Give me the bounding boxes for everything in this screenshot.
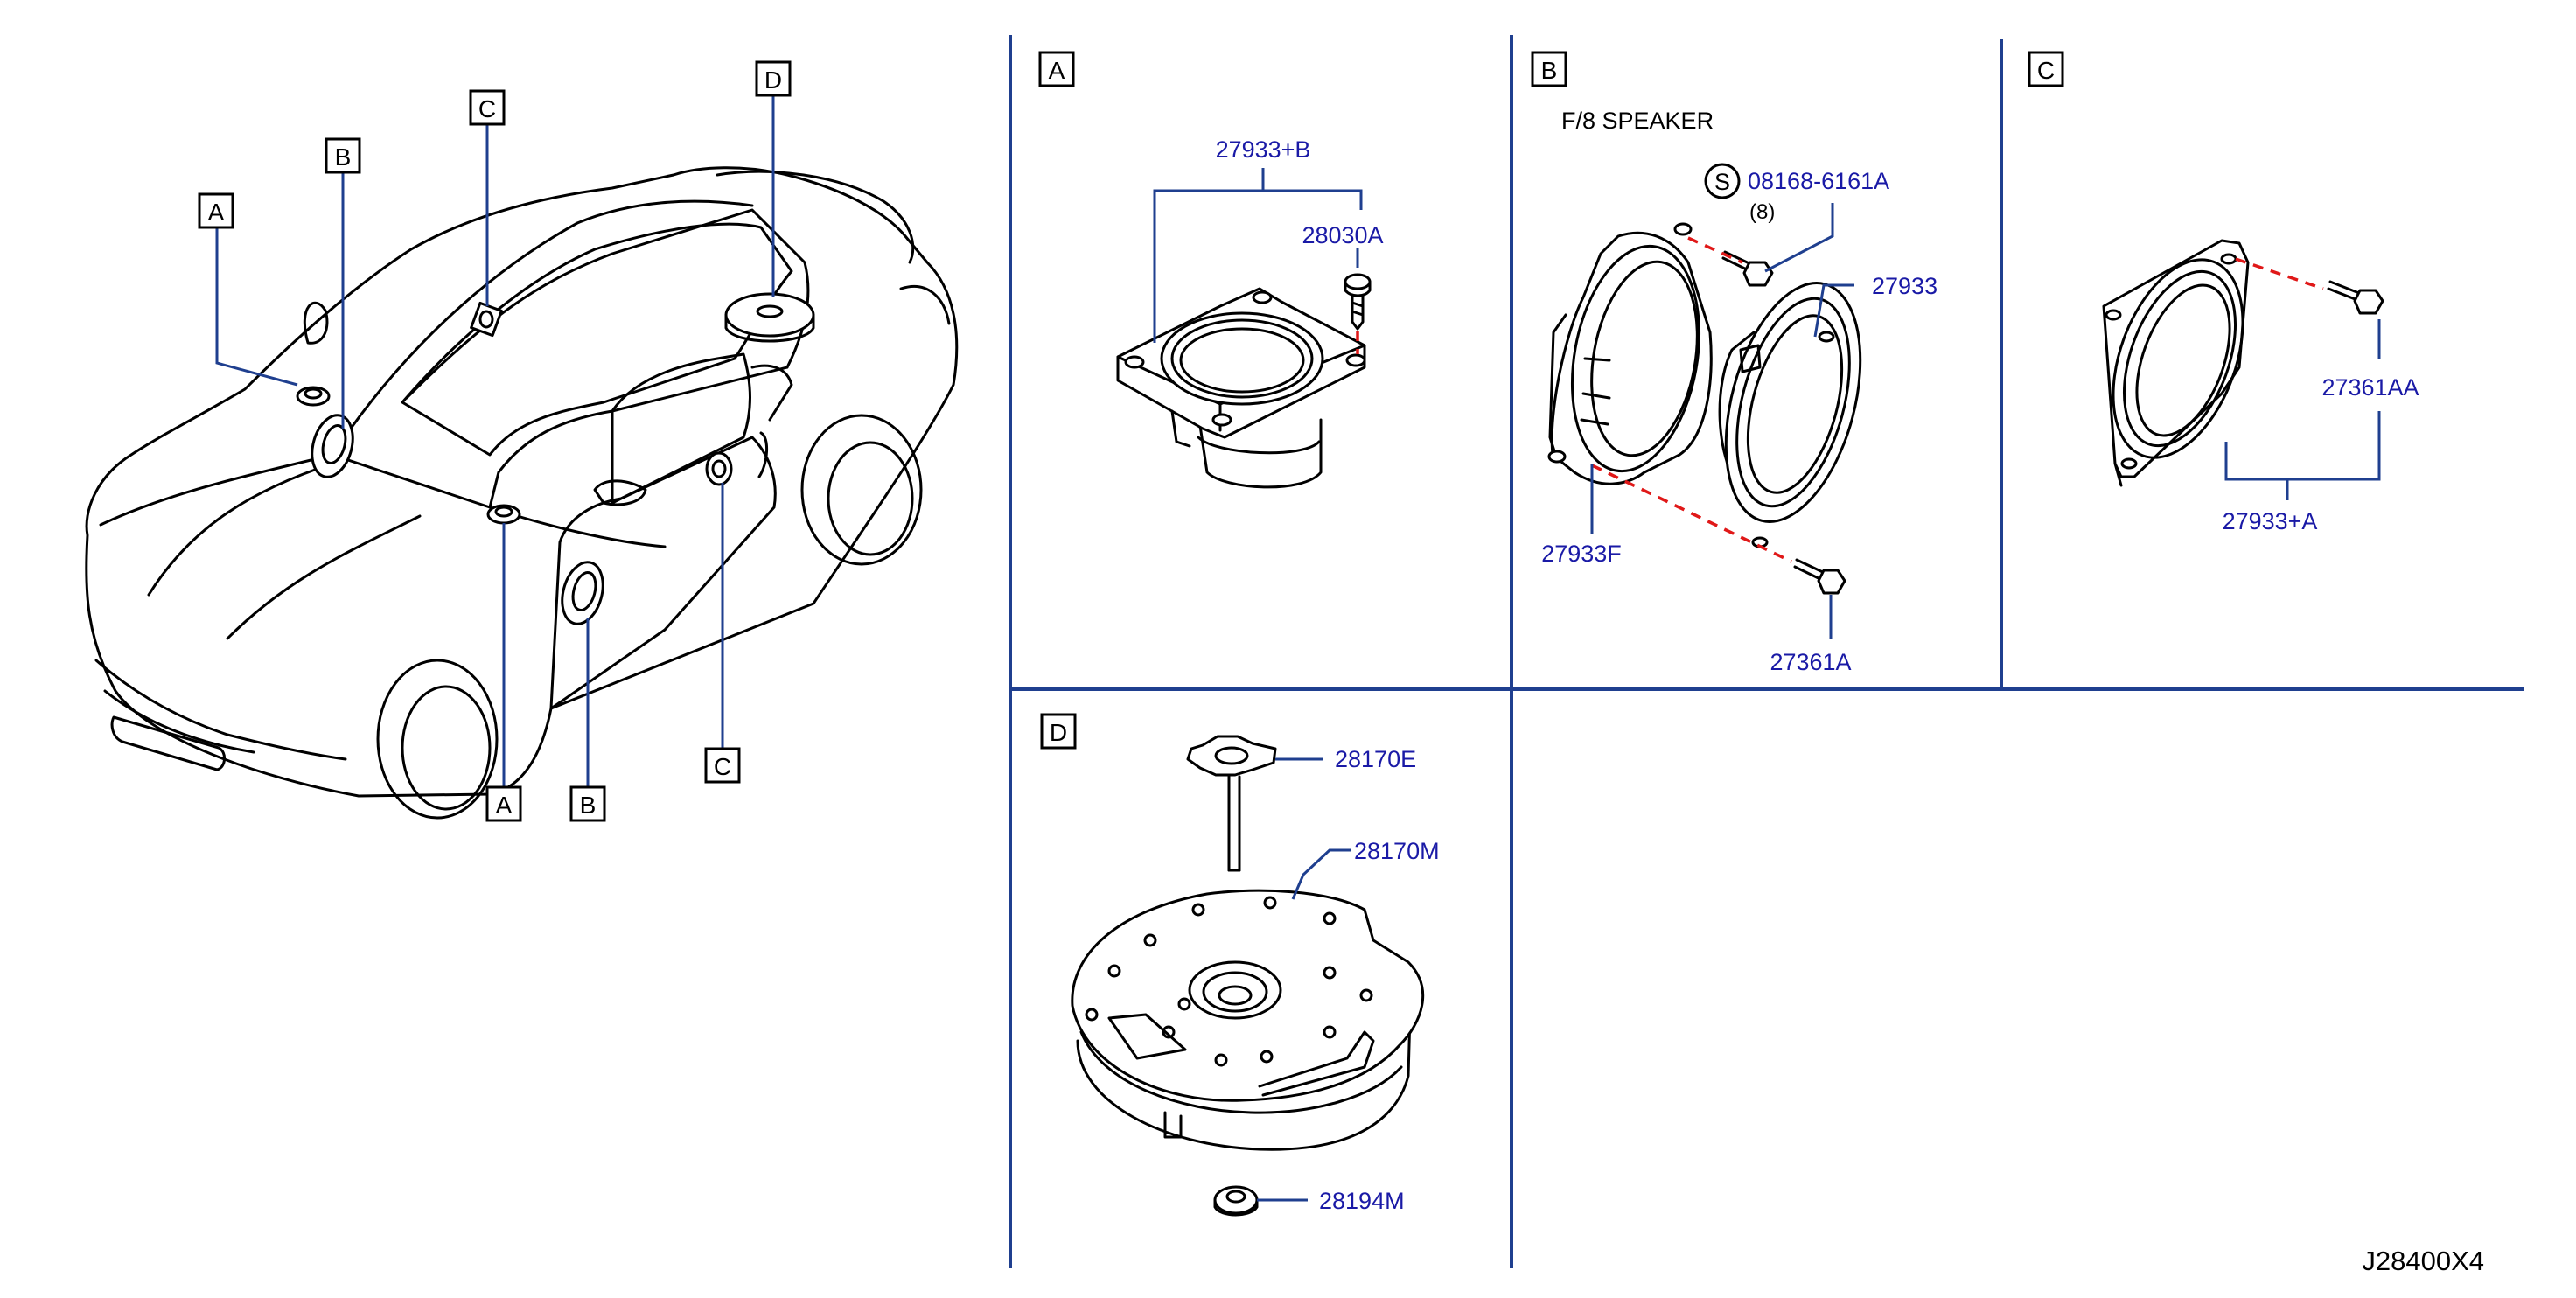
svg-text:B: B bbox=[1541, 57, 1558, 84]
svg-text:A: A bbox=[496, 792, 513, 819]
svg-text:A: A bbox=[1049, 57, 1065, 84]
panel-b-speaker-drawing bbox=[1718, 282, 1862, 548]
label-27361aa: 27361AA bbox=[2321, 374, 2419, 401]
panel-b-bolt-upper bbox=[1721, 250, 1774, 287]
panel-b-heading: F/8 SPEAKER bbox=[1561, 108, 1714, 134]
svg-text:A: A bbox=[208, 199, 225, 226]
svg-text:D: D bbox=[764, 66, 782, 94]
car-overview-drawing bbox=[85, 166, 959, 820]
car-speaker-rear-side-c bbox=[705, 451, 733, 486]
svg-text:S: S bbox=[1714, 169, 1730, 195]
car-speaker-dash-front bbox=[311, 414, 354, 478]
overview-callouts: A B C D A B C bbox=[198, 60, 792, 822]
panel-d-knob-drawing bbox=[1186, 735, 1277, 872]
car-speaker-roof bbox=[470, 301, 503, 338]
label-27933-a: 27933+A bbox=[2223, 508, 2318, 534]
panel-c-screw-drawing bbox=[2327, 280, 2384, 315]
car-speaker-door-b bbox=[561, 561, 604, 625]
standard-part-symbol: S bbox=[1704, 163, 1741, 199]
panel-d-spacer-drawing bbox=[1213, 1185, 1259, 1217]
panel-b-bracket-drawing bbox=[1547, 222, 1713, 485]
overview-leader-lines bbox=[215, 96, 775, 787]
panel-a: A 27933+B bbox=[1038, 51, 1384, 489]
callout-b-low: B bbox=[569, 785, 606, 822]
callout-c-roof: C bbox=[469, 89, 506, 126]
svg-text:C: C bbox=[714, 753, 731, 780]
label-27933: 27933 bbox=[1872, 273, 1937, 299]
svg-text:C: C bbox=[478, 95, 496, 122]
svg-text:B: B bbox=[580, 792, 597, 819]
panel-c: C 27361AA 27933+A bbox=[2028, 51, 2419, 534]
car-speaker-door-a bbox=[486, 504, 521, 525]
svg-text:C: C bbox=[2037, 57, 2055, 84]
car-speaker-rear-sub bbox=[724, 292, 815, 343]
panel-d: D bbox=[1040, 713, 1440, 1217]
panel-d-label-box: D bbox=[1040, 713, 1077, 750]
callout-a-hood: A bbox=[198, 192, 234, 229]
panel-a-screw-drawing bbox=[1344, 273, 1372, 331]
label-27361a: 27361A bbox=[1770, 649, 1851, 675]
panel-b-label-box: B bbox=[1531, 51, 1567, 87]
panel-b-screw-lower bbox=[1793, 558, 1846, 595]
label-bolt-qty: (8) bbox=[1749, 200, 1775, 224]
label-28170m: 28170M bbox=[1354, 838, 1440, 864]
panel-c-speaker-drawing bbox=[2102, 239, 2250, 487]
svg-text:B: B bbox=[335, 143, 352, 171]
callout-d-rear: D bbox=[755, 60, 792, 97]
figure-code: J28400X4 bbox=[2362, 1246, 2484, 1276]
label-08168-6161a: 08168-6161A bbox=[1748, 168, 1889, 194]
label-27933f: 27933F bbox=[1541, 541, 1622, 567]
svg-text:D: D bbox=[1050, 719, 1067, 746]
car-speaker-hood-tweeter bbox=[296, 386, 331, 407]
label-28194m: 28194M bbox=[1319, 1188, 1405, 1214]
callout-c-low: C bbox=[704, 747, 741, 784]
callout-a-low: A bbox=[485, 785, 522, 822]
subwoofer-holes bbox=[1085, 896, 1373, 1067]
label-27933-b: 27933+B bbox=[1216, 136, 1311, 163]
panel-c-label-box: C bbox=[2028, 51, 2064, 87]
label-28030a: 28030A bbox=[1302, 222, 1383, 248]
panel-b: B F/8 SPEAKER S 08168-6161A (8) bbox=[1531, 51, 1937, 675]
callout-b-dash: B bbox=[325, 137, 361, 174]
panel-dividers bbox=[1009, 35, 2524, 1268]
panel-d-subwoofer-drawing bbox=[1071, 889, 1425, 1151]
label-28170e: 28170E bbox=[1335, 746, 1416, 772]
panel-a-speaker-drawing bbox=[1116, 287, 1366, 489]
panel-a-label-box: A bbox=[1038, 51, 1075, 87]
